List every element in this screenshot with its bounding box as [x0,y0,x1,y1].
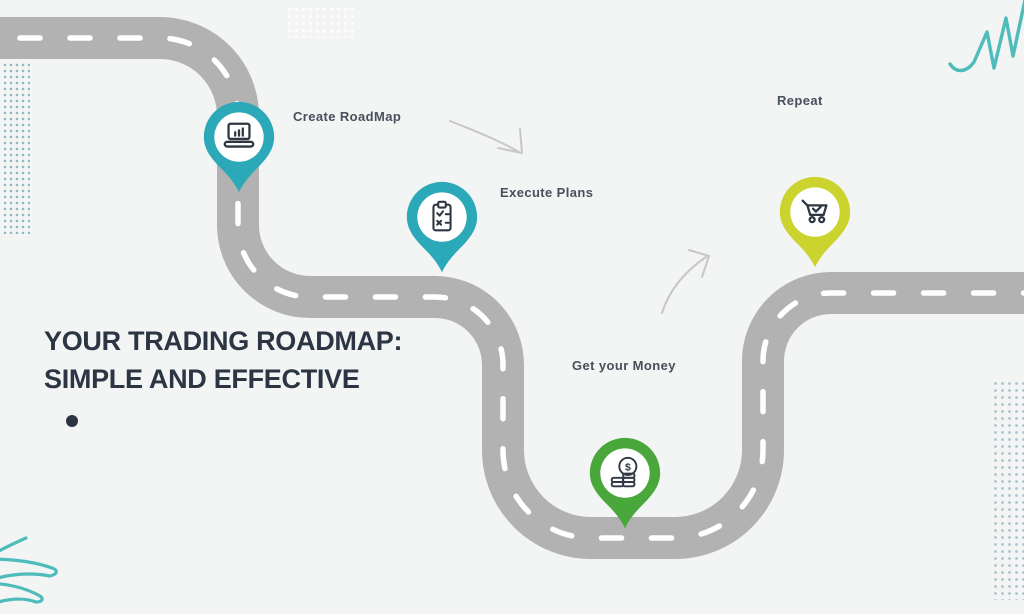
checklist-icon [432,200,452,232]
arrow-create-to-execute-icon [449,120,523,154]
pin-inner-circle [214,112,264,162]
pin-repeat [779,176,851,268]
laptop-analytics-icon [223,122,255,148]
pin-inner-circle [417,192,467,242]
cart-check-icon [801,199,828,224]
white-dots-pattern [286,6,354,38]
money-coins-icon: $ [610,456,638,488]
squiggle-top-right-icon [948,0,1024,73]
step-label-get-your-money: Get your Money [572,358,676,373]
pin-execute-plans [406,181,478,273]
step-label-execute-plans: Execute Plans [500,185,594,200]
step-label-create-roadmap: Create RoadMap [293,109,402,124]
dollar-glyph: $ [625,463,631,474]
page-title-line2: SIMPLE AND EFFECTIVE [44,364,360,394]
title-accent-dot [66,415,78,427]
arrow-money-to-repeat-icon [661,249,710,314]
step-label-repeat: Repeat [777,93,823,108]
dot-grid-bottom-right [992,380,1024,600]
page-title-line1: YOUR TRADING ROADMAP: [44,326,403,356]
dot-grid-top-left [2,62,30,234]
pin-create-roadmap [203,101,275,193]
squiggle-bottom-left-icon [0,536,58,604]
page-title: YOUR TRADING ROADMAP: SIMPLE AND EFFECTI… [44,322,402,398]
pin-get-your-money: $ [589,437,661,529]
